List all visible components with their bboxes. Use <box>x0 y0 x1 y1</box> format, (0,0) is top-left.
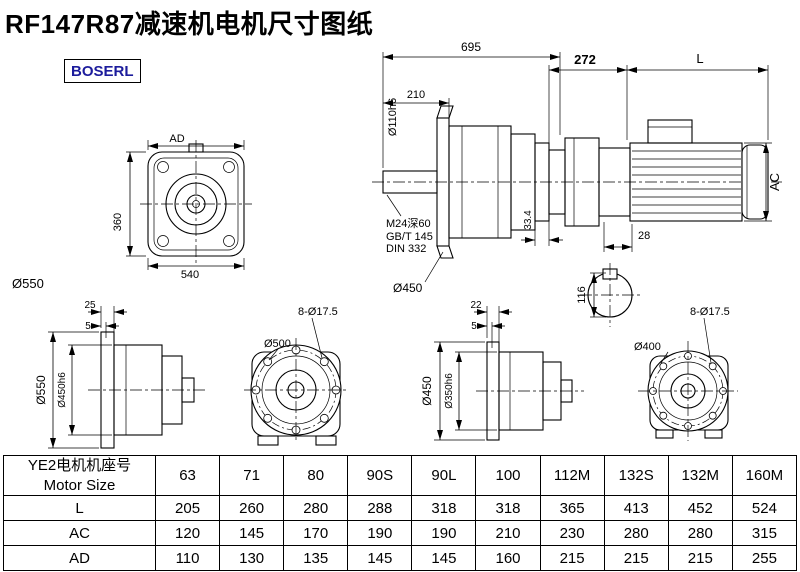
flange-front-view-small: 8-Ø17.5 Ø400 <box>634 306 738 441</box>
table-col-header: 132S <box>603 455 669 496</box>
table-cell: 145 <box>219 520 285 546</box>
dim-400-label: Ø400 <box>634 341 661 353</box>
dim-shaft-dia-label: Ø110h6 <box>387 98 399 136</box>
table-col-header: 100 <box>475 455 541 496</box>
note-tap-m24: M24深60 <box>386 217 431 230</box>
table-row-L: L 205 260 280 288 318 318 365 413 452 52… <box>3 495 798 521</box>
brand-logo: BOSERL <box>64 59 141 83</box>
table-col-header: 63 <box>154 455 221 496</box>
dim-5b-label: 5 <box>471 321 477 332</box>
reducer-motor-side-view: 695 210 Ø110h6 M24深60 GB/T 145 DIN 332 3… <box>372 40 782 295</box>
table-row-label: AD <box>3 545 156 571</box>
table-header-cn: YE2电机机座号 <box>27 457 132 474</box>
note-din332: DIN 332 <box>386 243 426 255</box>
dim-33-4-label: 33.4 <box>523 210 534 230</box>
table-cell: 260 <box>219 495 285 521</box>
shaft-section-view: 116 <box>576 263 642 327</box>
table-cell: 215 <box>603 545 669 571</box>
table-cell: 452 <box>667 495 733 521</box>
table-cell: 413 <box>603 495 669 521</box>
table-cell: 215 <box>667 545 733 571</box>
dim-116-label: 116 <box>576 286 588 304</box>
dim-272-label: 272 <box>574 52 596 67</box>
table-cell: 160 <box>475 545 541 571</box>
label-8-holes-left: 8-Ø17.5 <box>298 306 338 318</box>
flange-front-view-large: 8-Ø17.5 Ø500 <box>244 306 348 446</box>
dim-550-label: Ø550 <box>12 276 44 291</box>
page-title: RF147R87减速机电机尺寸图纸 <box>5 9 374 39</box>
table-cell: 190 <box>411 520 477 546</box>
table-cell: 365 <box>539 495 605 521</box>
table-cell: 135 <box>283 545 349 571</box>
table-cell: 318 <box>411 495 477 521</box>
table-cell: 120 <box>154 520 221 546</box>
dim-450h6-label: Ø450h6 <box>57 372 68 408</box>
dim-25-label: 25 <box>84 300 96 311</box>
table-row-label: AC <box>3 520 156 546</box>
table-row-label: L <box>3 495 156 521</box>
table-cell: 210 <box>475 520 541 546</box>
table-cell: 190 <box>347 520 413 546</box>
table-cell: 288 <box>347 495 413 521</box>
table-cell: 205 <box>154 495 221 521</box>
dim-360-label: 360 <box>112 213 124 231</box>
table-cell: 280 <box>667 520 733 546</box>
table-cell: 170 <box>283 520 349 546</box>
table-cell: 215 <box>539 545 605 571</box>
dim-22-label: 22 <box>470 300 482 311</box>
table-header-motor-size: YE2电机机座号 Motor Size <box>3 455 156 496</box>
table-cell: 130 <box>219 545 285 571</box>
table-header-row: YE2电机机座号 Motor Size 63 71 80 90S 90L 100… <box>3 455 798 496</box>
table-cell: 280 <box>283 495 349 521</box>
table-row-AC: AC 120 145 170 190 190 210 230 280 280 3… <box>3 520 798 546</box>
dim-5a-label: 5 <box>85 321 91 332</box>
table-row-AD: AD 110 130 135 145 145 160 215 215 215 2… <box>3 545 798 571</box>
dim-AC-label: AC <box>767 173 782 191</box>
table-col-header: 90S <box>347 455 413 496</box>
dim-450-b3-label: Ø450 <box>420 376 434 406</box>
dim-28-label: 28 <box>638 230 650 242</box>
dim-flange-450-label: Ø450 <box>393 281 423 295</box>
label-8-holes-right: 8-Ø17.5 <box>690 306 730 318</box>
table-col-header: 90L <box>411 455 477 496</box>
dim-L-label: L <box>696 51 703 66</box>
table-cell: 255 <box>731 545 798 571</box>
table-col-header: 112M <box>539 455 605 496</box>
table-cell: 230 <box>539 520 605 546</box>
flange-side-view-large: 25 5 Ø550 Ø450h6 <box>34 300 206 449</box>
table-cell: 318 <box>475 495 541 521</box>
dim-695-label: 695 <box>461 40 481 54</box>
table-cell: 145 <box>347 545 413 571</box>
dim-350h6-label: Ø350h6 <box>444 373 455 409</box>
dim-550-b1-label: Ø550 <box>34 375 48 405</box>
motor-size-table: YE2电机机座号 Motor Size 63 71 80 90S 90L 100… <box>3 455 798 571</box>
dim-540-label: 540 <box>181 269 199 281</box>
brand-text: BOSERL <box>71 62 134 80</box>
table-cell: 110 <box>154 545 221 571</box>
gearbox-front-view: AD 360 540 Ø550 <box>12 133 252 291</box>
table-header-en: Motor Size <box>43 476 116 494</box>
table-cell: 315 <box>731 520 798 546</box>
table-cell: 280 <box>603 520 669 546</box>
table-col-header: 71 <box>219 455 285 496</box>
table-col-header: 80 <box>283 455 349 496</box>
dim-500-label: Ø500 <box>264 338 291 350</box>
table-col-header: 132M <box>667 455 733 496</box>
dim-210-label: 210 <box>407 89 425 101</box>
flange-side-view-small: 22 5 Ø450 Ø350h6 <box>420 300 584 441</box>
note-gbt145: GB/T 145 <box>386 231 433 243</box>
table-cell: 524 <box>731 495 798 521</box>
dim-ad-label: AD <box>169 133 184 145</box>
table-col-header: 160M <box>731 455 798 496</box>
table-cell: 145 <box>411 545 477 571</box>
